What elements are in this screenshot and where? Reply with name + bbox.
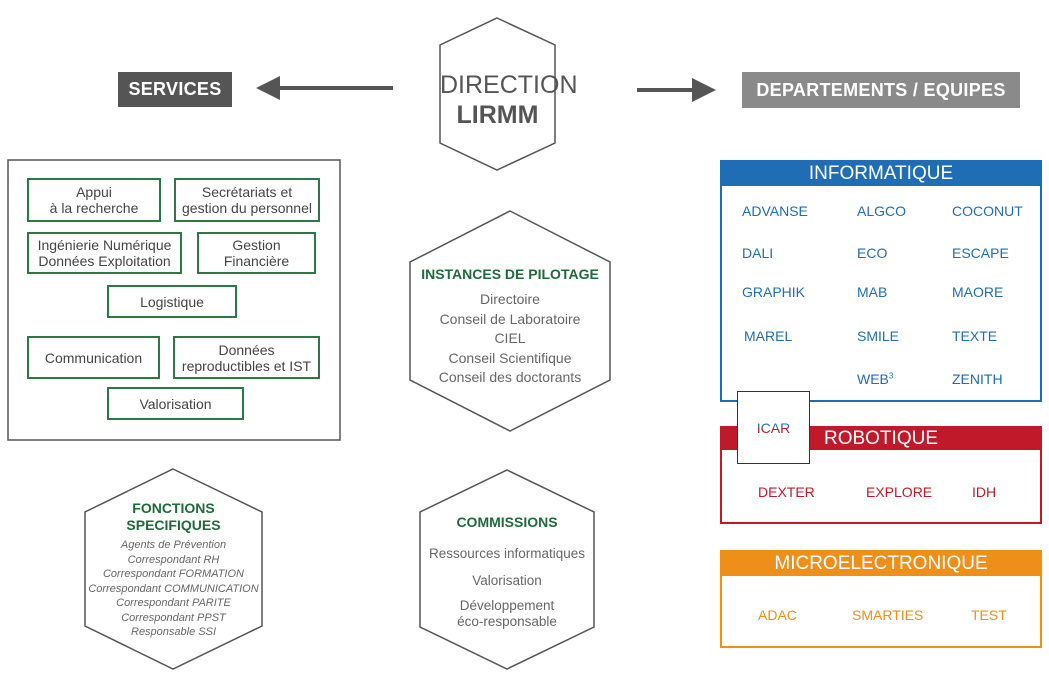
icar-box: ICAR bbox=[737, 391, 810, 464]
service-gestion-financiere: Gestion Financière bbox=[197, 232, 316, 274]
team-icar: ICAR bbox=[756, 419, 791, 436]
pilotage-item: Conseil des doctorants bbox=[438, 369, 582, 385]
commission-item: Valorisation bbox=[472, 573, 542, 588]
pilotage-item: Conseil Scientifique bbox=[448, 349, 572, 366]
fonction-item: Correspondant PARITE bbox=[116, 597, 231, 609]
team-marel: MAREL bbox=[744, 328, 793, 344]
service-communication: Communication bbox=[27, 336, 160, 379]
service-secretariats: Secrétariats et gestion du personnel bbox=[174, 178, 320, 222]
team-adac: ADAC bbox=[758, 607, 797, 623]
pilotage-item: Conseil de Laboratoire bbox=[439, 310, 581, 327]
team-graphik: GRAPHIK bbox=[742, 284, 806, 300]
direction-hexagon bbox=[439, 17, 556, 171]
arrow-left-head-icon bbox=[256, 76, 280, 100]
fonctions-title: FONCTIONS SPECIFIQUES bbox=[126, 500, 221, 533]
pilotage-hexagon bbox=[409, 210, 611, 432]
departments-header: DEPARTEMENTS / EQUIPES bbox=[742, 72, 1020, 108]
team-test: TEST bbox=[971, 607, 1007, 623]
service-valorisation: Valorisation bbox=[107, 387, 244, 420]
commissions-hexagon bbox=[419, 469, 595, 670]
team-explore: EXPLORE bbox=[866, 484, 933, 500]
fonction-item: Correspondant PPST bbox=[121, 611, 226, 624]
team-smile: SMILE bbox=[857, 328, 900, 344]
service-logistique: Logistique bbox=[107, 285, 237, 318]
commissions-title: COMMISSIONS bbox=[456, 514, 558, 530]
team-dali: DALI bbox=[742, 245, 774, 261]
dept-informatique: INFORMATIQUE bbox=[720, 160, 1042, 402]
team-mab: MAB bbox=[857, 284, 888, 300]
pilotage-content: INSTANCES DE PILOTAGE Directoire Conseil… bbox=[410, 266, 610, 388]
team-web3: WEB3 bbox=[857, 371, 893, 387]
fonctions-hexagon bbox=[84, 468, 263, 670]
team-web3-label: WEB bbox=[857, 371, 889, 387]
commission-item: Ressources informatiques bbox=[428, 546, 586, 561]
team-smarties: SMARTIES bbox=[852, 607, 924, 623]
dept-microelectronique-title: MICROELECTRONIQUE bbox=[722, 552, 1040, 576]
team-idh: IDH bbox=[972, 484, 997, 500]
pilotage-item: CIEL bbox=[494, 330, 526, 346]
dept-microelectronique: MICROELECTRONIQUE bbox=[720, 550, 1042, 648]
fonction-item: Correspondant FORMATION bbox=[102, 568, 244, 580]
fonction-item: Correspondant RH bbox=[127, 553, 220, 566]
team-algco: ALGCO bbox=[857, 203, 907, 219]
team-coconut: COCONUT bbox=[952, 203, 1023, 219]
fonctions-content: FONCTIONS SPECIFIQUES Agents de Préventi… bbox=[85, 500, 262, 640]
pilotage-title: INSTANCES DE PILOTAGE bbox=[421, 266, 599, 282]
service-donnees-reproductibles: Données reproductibles et IST bbox=[173, 336, 320, 379]
team-maore: MAORE bbox=[952, 284, 1004, 300]
team-texte: TEXTE bbox=[952, 328, 998, 344]
pilotage-list: Directoire Conseil de Laboratoire CIEL C… bbox=[410, 290, 610, 388]
service-appui: Appui à la recherche bbox=[27, 178, 161, 222]
commission-item: Développement éco-responsable bbox=[457, 598, 557, 629]
direction-line2: LIRMM bbox=[456, 101, 539, 129]
team-eco: ECO bbox=[857, 245, 888, 261]
team-advanse: ADVANSE bbox=[742, 203, 808, 219]
service-ingenierie: Ingénierie Numérique Données Exploitatio… bbox=[27, 232, 182, 274]
fonction-item: Agents de Prévention bbox=[120, 539, 227, 551]
arrow-right-head-icon bbox=[692, 78, 716, 102]
commissions-content: COMMISSIONS Ressources informatiques Val… bbox=[420, 514, 594, 630]
pilotage-item: Directoire bbox=[480, 291, 540, 307]
team-web3-sup: 3 bbox=[888, 371, 894, 381]
team-escape: ESCAPE bbox=[952, 245, 1009, 261]
team-zenith: ZENITH bbox=[952, 371, 1003, 387]
services-header: SERVICES bbox=[118, 72, 232, 107]
direction-line1: DIRECTION bbox=[440, 71, 578, 99]
direction-label: DIRECTION LIRMM bbox=[440, 70, 578, 130]
dept-informatique-title: INFORMATIQUE bbox=[722, 162, 1040, 186]
team-dexter: DEXTER bbox=[758, 484, 815, 500]
fonction-item: Correspondant COMMUNICATION bbox=[88, 582, 259, 595]
fonction-item: Responsable SSI bbox=[131, 626, 216, 638]
